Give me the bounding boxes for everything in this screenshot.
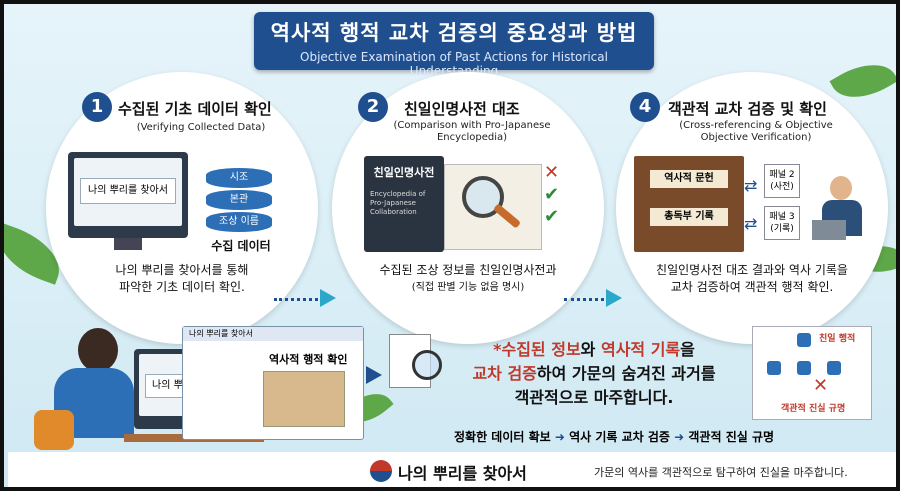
flow-arrowhead bbox=[320, 289, 336, 307]
arrow-right-icon: ➜ bbox=[554, 430, 570, 444]
message-line: 교차 검증하여 가문의 숨겨진 과거를 bbox=[444, 362, 744, 386]
flow-step: 객관적 진실 규명 bbox=[688, 430, 775, 444]
flow-arrowhead bbox=[606, 289, 622, 307]
caption-line: 친일인명사전 대조 결과와 역사 기록을 bbox=[656, 263, 848, 277]
message-line: 객관적으로 마주합니다. bbox=[514, 388, 674, 407]
message-highlight: 교차 검증 bbox=[472, 364, 537, 383]
subtitle-line: (Comparison with Pro-Japanese bbox=[393, 120, 551, 131]
db-item: 조상 이름 bbox=[206, 212, 272, 232]
check-icon: ✔ bbox=[544, 184, 560, 205]
footer-logo-text: 나의 뿌리를 찾아서 bbox=[398, 464, 527, 483]
tree-label: 친일 행적 bbox=[819, 334, 856, 344]
panel-line: (사전) bbox=[770, 182, 794, 192]
step-caption: 나의 뿌리를 찾아서를 통해 파악한 기초 데이터 확인. bbox=[82, 262, 282, 296]
caption-line: 나의 뿌리를 찾아서를 통해 bbox=[115, 263, 249, 277]
step-subtitle: (Cross-referencing & Objective Objective… bbox=[656, 120, 856, 144]
book-en-line: Pro-Japanese bbox=[370, 199, 416, 207]
step-number: 4 bbox=[630, 92, 660, 122]
db-item: 시조 bbox=[206, 168, 272, 188]
caption-line: 교차 검증하여 객관적 행적 확인. bbox=[670, 280, 834, 294]
browser-window: 나의 뿌리를 찾아서 역사적 행적 확인 bbox=[182, 326, 364, 440]
step-1-panel: 1 수집된 기초 데이터 확인 (Verifying Collected Dat… bbox=[46, 72, 318, 344]
footer-slogan: 가문의 역사를 객관적으로 탐구하여 진실을 마주합니다. bbox=[594, 466, 848, 479]
person-icon bbox=[797, 333, 811, 347]
step-subtitle: (Comparison with Pro-Japanese Encycloped… bbox=[372, 120, 572, 144]
monitor-illustration: 나의 뿌리를 찾아서 bbox=[68, 152, 188, 238]
message-line: *수집된 정보와 역사적 기록을 bbox=[444, 338, 744, 362]
logo-icon bbox=[370, 460, 392, 482]
book-illustration: 친일인명사전 Encyclopedia of Pro-Japanese Coll… bbox=[364, 156, 444, 252]
db-label: 수집 데이터 bbox=[211, 239, 271, 253]
caption-line: (직접 판별 기능 없음 명시) bbox=[411, 282, 525, 293]
double-arrow-icon: ⇄ bbox=[744, 214, 758, 233]
panel-card: 패널 2 (사전) bbox=[764, 164, 800, 198]
magnifier-icon bbox=[412, 350, 442, 380]
monitor-stand bbox=[114, 238, 142, 250]
message-highlight: 역사적 기록 bbox=[600, 340, 681, 359]
document-label: 역사적 문헌 bbox=[650, 170, 728, 188]
step-title: 수집된 기초 데이터 확인 bbox=[118, 100, 272, 118]
book-en-title: Encyclopedia of Pro-Japanese Collaborati… bbox=[370, 190, 440, 217]
message-text: 하여 가문의 숨겨진 과거를 bbox=[536, 364, 716, 383]
family-tree-card: 친일 행적 ✕ 객관적 진실 규명 bbox=[752, 326, 872, 420]
caption-line: 파악한 기초 데이터 확인. bbox=[119, 280, 245, 294]
leaf-decoration bbox=[829, 51, 896, 111]
title-banner: 역사적 행적 교차 검증의 중요성과 방법 Objective Examinat… bbox=[254, 12, 654, 78]
db-item: 본관 bbox=[206, 190, 272, 210]
check-icon: ✔ bbox=[544, 206, 560, 227]
flow-step: 역사 기록 교차 검증 bbox=[569, 430, 670, 444]
flow-arrowhead bbox=[366, 366, 382, 384]
step-subtitle: (Verifying Collected Data) bbox=[136, 122, 266, 133]
arrow-right-icon: ➜ bbox=[674, 430, 689, 444]
person-laptop-icon bbox=[812, 176, 868, 246]
process-flow: 정확한 데이터 확보 ➜ 역사 기록 교차 검증 ➜ 객관적 진실 규명 bbox=[454, 428, 874, 445]
flow-arrow bbox=[564, 298, 610, 301]
close-icon: ✕ bbox=[544, 162, 560, 183]
double-arrow-icon: ⇄ bbox=[744, 176, 758, 195]
page-title: 역사적 행적 교차 검증의 중요성과 방법 bbox=[270, 21, 638, 45]
panel-card: 패널 3 (기록) bbox=[764, 206, 800, 240]
database-icon: 시조 본관 조상 이름 bbox=[206, 168, 276, 258]
book-en-line: Encyclopedia of bbox=[370, 190, 426, 198]
monitor-screen: 나의 뿌리를 찾아서 bbox=[74, 158, 182, 226]
message-highlight: *수집된 정보 bbox=[493, 340, 581, 359]
message-text: 을 bbox=[680, 340, 695, 359]
panel-line: 패널 2 bbox=[769, 170, 795, 180]
caption-line: 수집된 조상 정보를 친일인명사전과 bbox=[379, 263, 557, 277]
window-label: 역사적 행적 확인 bbox=[269, 353, 348, 366]
subtitle-line: Encyclopedia) bbox=[436, 132, 508, 143]
key-message: *수집된 정보와 역사적 기록을 교차 검증하여 가문의 숨겨진 과거를 객관적… bbox=[444, 338, 744, 410]
close-icon: ✕ bbox=[813, 375, 829, 396]
tree-label: 객관적 진실 규명 bbox=[781, 404, 846, 414]
panel-line: 패널 3 bbox=[769, 212, 795, 222]
step-title: 객관적 교차 검증 및 확인 bbox=[668, 100, 827, 118]
panel-line: (기록) bbox=[770, 224, 794, 234]
footer: 나의 뿌리를 찾아서 가문의 역사를 객관적으로 탐구하여 진실을 마주합니다. bbox=[8, 452, 896, 487]
document-scan-icon bbox=[263, 371, 345, 427]
bookshelf-illustration: 역사적 문헌 총독부 기록 bbox=[634, 156, 744, 252]
step-caption: 수집된 조상 정보를 친일인명사전과 (직접 판별 기능 없음 명시) bbox=[362, 262, 574, 296]
person-icon bbox=[827, 361, 841, 375]
document-label: 총독부 기록 bbox=[650, 208, 728, 226]
step-number: 1 bbox=[82, 92, 112, 122]
person-icon bbox=[797, 361, 811, 375]
search-box: 나의 뿌리를 찾아서 bbox=[80, 178, 176, 204]
person-icon bbox=[767, 361, 781, 375]
message-text: 와 bbox=[580, 340, 601, 359]
subtitle-line: (Cross-referencing & Objective bbox=[679, 120, 833, 131]
flow-step: 정확한 데이터 확보 bbox=[454, 430, 551, 444]
flow-arrow bbox=[274, 298, 324, 301]
browser-titlebar: 나의 뿌리를 찾아서 bbox=[183, 327, 363, 341]
step-4-panel: 4 객관적 교차 검증 및 확인 (Cross-referencing & Ob… bbox=[616, 72, 888, 344]
book-title: 친일인명사전 bbox=[373, 166, 435, 179]
person-illustration bbox=[34, 324, 134, 454]
step-caption: 친일인명사전 대조 결과와 역사 기록을 교차 검증하여 객관적 행적 확인. bbox=[646, 262, 858, 296]
book-en-line: Collaboration bbox=[370, 208, 417, 216]
subtitle-line: Objective Verification) bbox=[700, 132, 812, 143]
step-number: 2 bbox=[358, 92, 388, 122]
step-2-panel: 2 친일인명사전 대조 (Comparison with Pro-Japanes… bbox=[332, 72, 604, 344]
step-title: 친일인명사전 대조 bbox=[404, 100, 520, 118]
